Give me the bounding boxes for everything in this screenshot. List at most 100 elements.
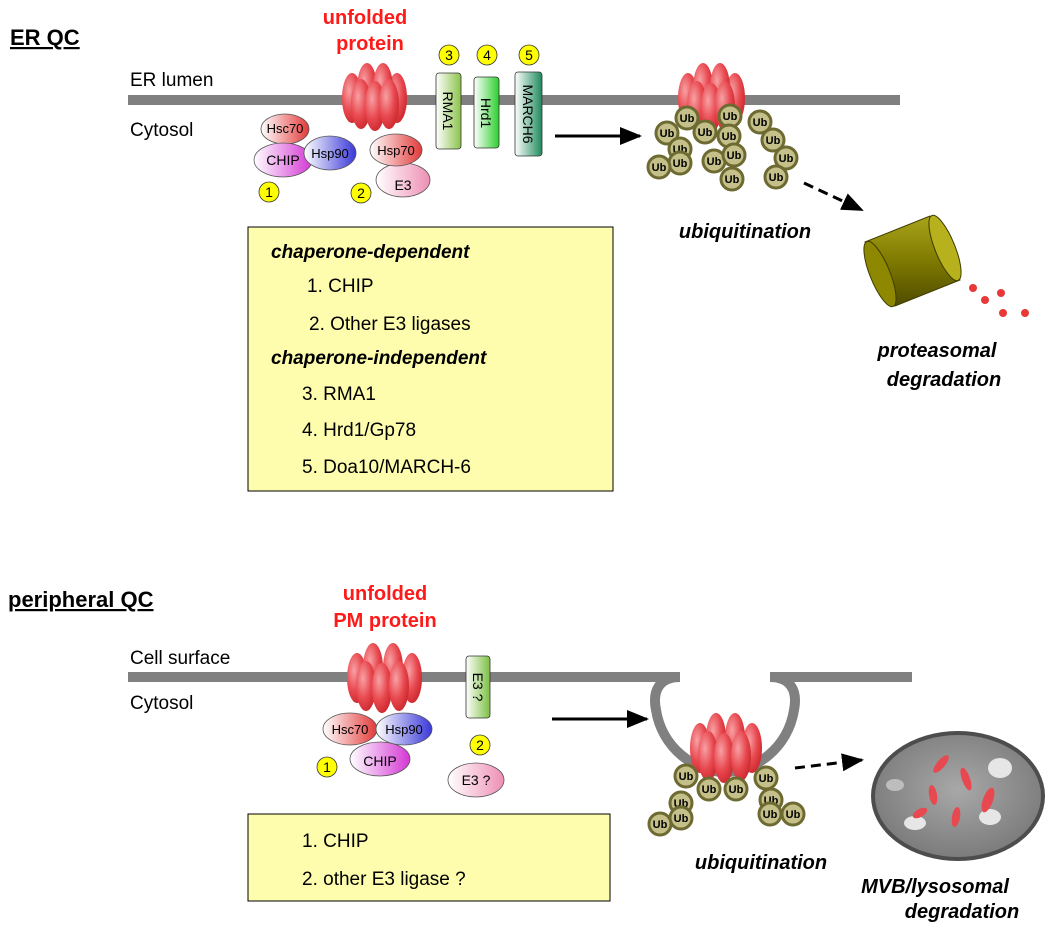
degraded-peptides	[969, 284, 1029, 317]
svg-text:Ub: Ub	[725, 174, 740, 186]
pm-unfolded-protein	[347, 643, 422, 713]
lysosome	[871, 731, 1045, 861]
ub: Ub	[721, 142, 747, 168]
ub: Ub	[753, 765, 779, 791]
ub: Ub	[723, 776, 749, 802]
pm-hsp90	[375, 712, 433, 746]
ub: Ub	[696, 776, 722, 802]
pm-ligase-box	[247, 813, 611, 902]
pm-degradation-label-line2: degradation	[905, 901, 1019, 923]
pm-badge-2: 2	[469, 734, 491, 756]
ub: Ub	[667, 150, 693, 176]
er-degradation-label-line1: proteasomal	[877, 340, 997, 362]
svg-text:Ub: Ub	[723, 111, 738, 123]
ub: Ub	[780, 801, 806, 827]
pm-ub-chains: Ub Ub Ub Ub Ub Ub Ub Ub Ub Ub	[647, 763, 806, 837]
svg-text:CHIP: CHIP	[363, 753, 396, 769]
er-dashed-arrow-to-proteasome	[803, 181, 864, 212]
svg-text:Ub: Ub	[729, 784, 744, 796]
svg-text:Ub: Ub	[779, 153, 794, 165]
svg-text:E3 ?: E3 ?	[470, 673, 486, 702]
svg-text:Hsp90: Hsp90	[311, 146, 349, 161]
svg-text:1: 1	[265, 184, 273, 200]
svg-text:Hsp90: Hsp90	[385, 722, 423, 737]
ub: Ub	[760, 127, 786, 153]
svg-text:2: 2	[476, 737, 484, 753]
er-badge-3: 3	[438, 44, 460, 66]
pm-badge-1: 1	[316, 756, 338, 778]
svg-text:Hsp70: Hsp70	[377, 143, 415, 158]
er-box-item-4: 4. Hrd1/Gp78	[302, 420, 416, 441]
svg-text:Ub: Ub	[763, 809, 778, 821]
svg-text:Ub: Ub	[786, 809, 801, 821]
svg-text:Ub: Ub	[673, 158, 688, 170]
svg-text:Ub: Ub	[766, 135, 781, 147]
er-ligase-box	[247, 226, 614, 492]
pm-cytosol-label: Cytosol	[130, 693, 193, 714]
pm-unfolded-label-line2: PM protein	[333, 610, 436, 632]
ub: Ub	[674, 105, 700, 131]
ub: Ub	[668, 805, 694, 831]
svg-text:Ub: Ub	[727, 150, 742, 162]
er-box-item-5: 5. Doa10/MARCH-6	[302, 457, 471, 478]
er-badge-5: 5	[518, 44, 540, 66]
pm-ubiquitinated-protein	[690, 713, 762, 783]
svg-text:5: 5	[525, 47, 533, 63]
svg-text:Ub: Ub	[759, 773, 774, 785]
er-membrane	[128, 95, 900, 105]
svg-text:Hsc70: Hsc70	[267, 121, 304, 136]
er-unfolded-label-line1: unfolded	[323, 7, 407, 29]
er-chip-chaperone-complex: Hsc70 CHIP Hsp90	[253, 113, 357, 178]
ub: Ub	[747, 109, 773, 135]
svg-text:Ub: Ub	[753, 117, 768, 129]
ub: Ub	[719, 166, 745, 192]
svg-text:Ub: Ub	[698, 127, 713, 139]
er-ubiquitination-label: ubiquitination	[679, 221, 811, 243]
proteasome	[863, 214, 962, 308]
svg-text:E3 ?: E3 ?	[462, 772, 491, 788]
er-degradation-label-line2: degradation	[887, 369, 1001, 391]
er-badge-2: 2	[350, 182, 372, 204]
svg-text:Ub: Ub	[674, 813, 689, 825]
er-hsp90	[303, 135, 357, 171]
er-qc-title: ER QC	[10, 25, 80, 50]
svg-text:Hrd1: Hrd1	[478, 98, 494, 129]
er-box-item-2: 2. Other E3 ligases	[309, 314, 471, 335]
er-unfolded-protein	[342, 63, 407, 131]
er-ub-chains: Ub Ub Ub Ub Ub Ub Ub Ub Ub Ub Ub Ub Ub U…	[646, 103, 799, 192]
svg-text:3: 3	[445, 47, 453, 63]
er-hsp70-e3-complex: Hsp70 E3	[369, 133, 431, 198]
svg-text:Hsc70: Hsc70	[332, 722, 369, 737]
pm-unfolded-label-line1: unfolded	[343, 583, 427, 605]
er-lumen-label: ER lumen	[130, 70, 213, 91]
svg-text:Ub: Ub	[702, 784, 717, 796]
svg-text:Ub: Ub	[769, 172, 784, 184]
pm-membrane-e3: E3 ?	[465, 655, 491, 719]
svg-text:E3: E3	[394, 177, 411, 193]
plasma-membrane	[128, 672, 912, 778]
cell-surface-label: Cell surface	[130, 648, 230, 669]
pm-chip	[349, 741, 411, 777]
ub: Ub	[654, 120, 680, 146]
peripheral-qc-title: peripheral QC	[8, 587, 154, 612]
svg-text:Ub: Ub	[680, 113, 695, 125]
er-box-heading-independent: chaperone-independent	[271, 348, 487, 369]
ub: Ub	[773, 145, 799, 171]
pm-dashed-arrow-to-lysosome	[794, 753, 864, 772]
ub: Ub	[692, 119, 718, 145]
svg-text:Ub: Ub	[707, 156, 722, 168]
ub: Ub	[646, 154, 672, 180]
ub: Ub	[673, 763, 699, 789]
svg-text:4: 4	[483, 47, 491, 63]
ub: Ub	[647, 811, 673, 837]
svg-text:RMA1: RMA1	[440, 92, 456, 131]
svg-text:MARCH6: MARCH6	[520, 84, 536, 143]
pm-ubiquitination-label: ubiquitination	[695, 852, 827, 874]
pm-chip-chaperone-complex: Hsc70 Hsp90 CHIP	[322, 712, 433, 777]
er-box-heading-dependent: chaperone-dependent	[271, 242, 470, 263]
svg-text:1: 1	[323, 759, 331, 775]
er-march6-ligase: MARCH6	[514, 71, 543, 157]
svg-text:Ub: Ub	[653, 819, 668, 831]
ub: Ub	[717, 103, 743, 129]
